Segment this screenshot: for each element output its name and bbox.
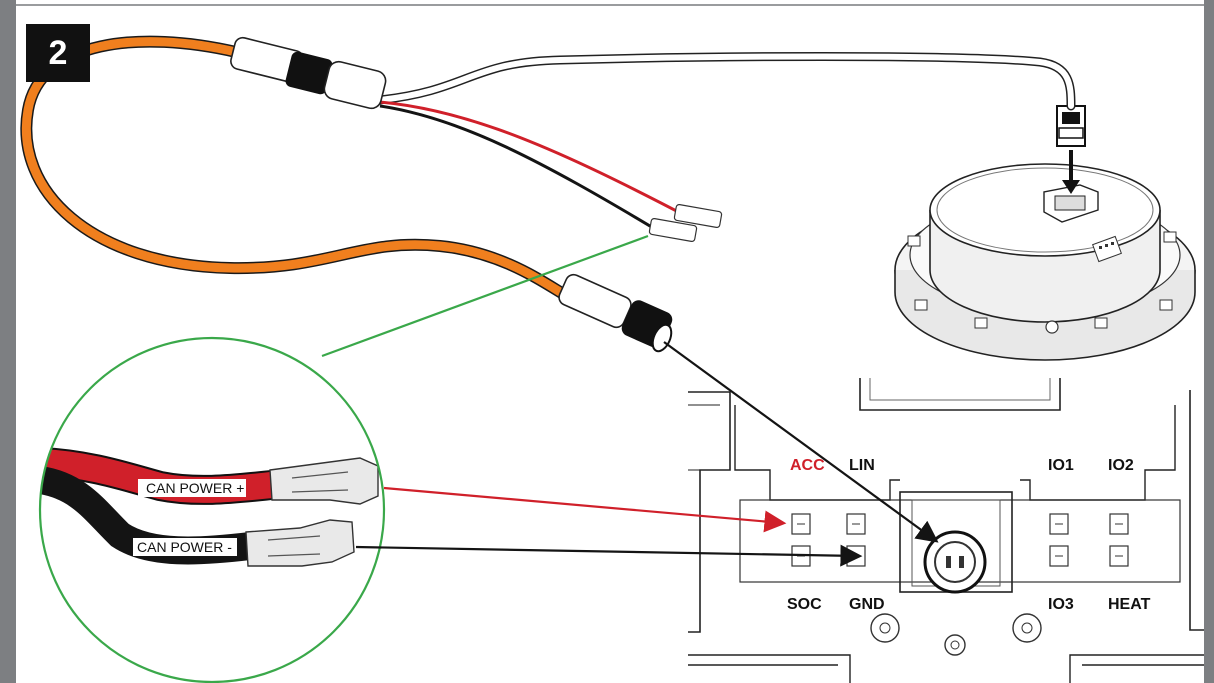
step-number: 2	[48, 33, 68, 72]
label-soc: SOC	[787, 596, 822, 613]
label-io2: IO2	[1108, 457, 1134, 474]
label-gnd: GND	[849, 596, 885, 613]
arrow-to-center-connector	[663, 341, 939, 543]
display-unit	[894, 105, 1196, 361]
cable-assembly	[20, 35, 1076, 353]
top-rule	[0, 0, 1214, 6]
label-acc: ACC	[790, 457, 825, 474]
right-frame-bar	[1204, 0, 1214, 683]
can-power-minus-label: CAN POWER -	[137, 539, 232, 555]
magnified-callout: CAN POWER + CAN POWER -	[38, 336, 386, 683]
terminal-block: ACC LIN IO1 IO2 SOC GND IO3 HEAT	[688, 378, 1204, 683]
step-number-badge: 2	[26, 24, 90, 82]
arrow-to-acc	[383, 486, 787, 533]
label-io3: IO3	[1048, 596, 1074, 613]
left-frame-bar	[0, 0, 16, 683]
label-heat: HEAT	[1108, 596, 1151, 613]
arrow-to-gnd	[355, 544, 863, 567]
label-io1: IO1	[1048, 457, 1074, 474]
can-power-plus-label: CAN POWER +	[146, 480, 244, 496]
callout-leader	[321, 234, 649, 358]
label-lin: LIN	[849, 457, 875, 474]
